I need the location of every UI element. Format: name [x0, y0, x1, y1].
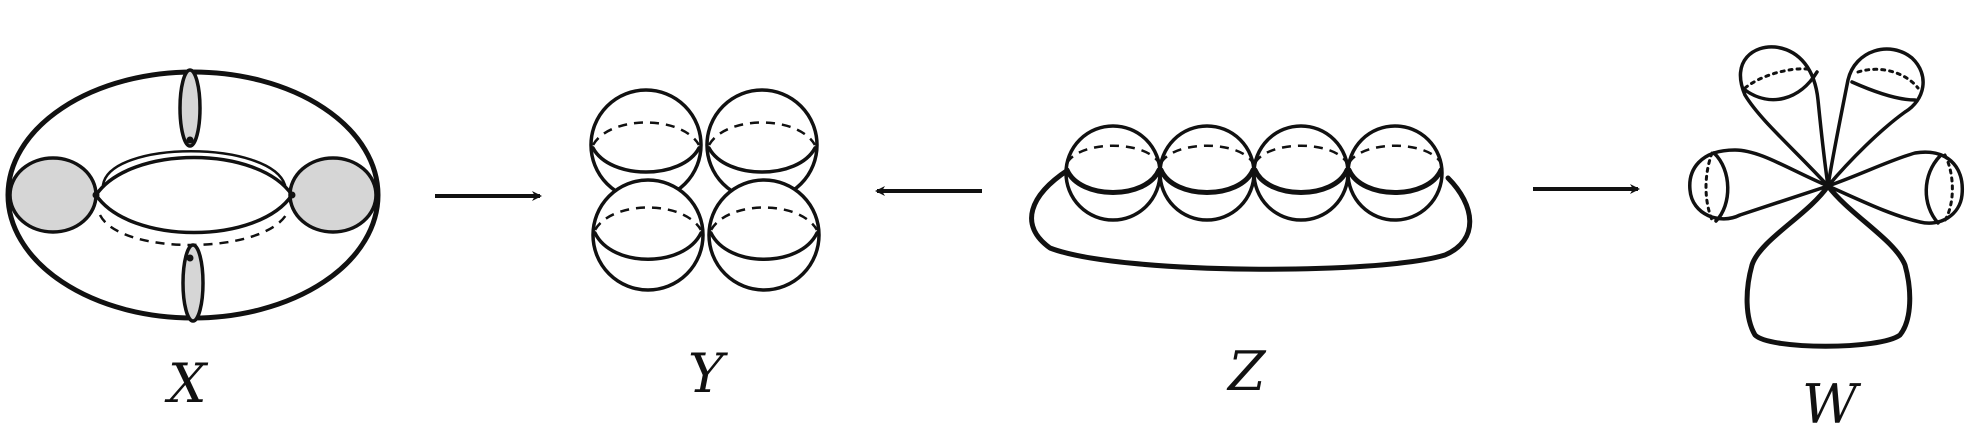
torus-x — [5, 68, 381, 323]
sphere-z-1 — [1064, 124, 1162, 222]
space-w — [1688, 45, 1964, 349]
label-x: X — [164, 352, 209, 415]
sphere-y-top-left — [589, 88, 703, 202]
label-w: W — [1802, 373, 1862, 436]
label-y: Y — [688, 342, 728, 405]
spheres-y — [589, 88, 821, 292]
sphere-z-4 — [1346, 124, 1444, 222]
sphere-y-bottom-left — [591, 178, 705, 292]
sphere-z-3 — [1252, 124, 1350, 222]
sphere-z-2 — [1158, 124, 1256, 222]
sphere-y-bottom-right — [707, 178, 821, 292]
sphere-y-top-right — [705, 88, 819, 202]
space-z — [1029, 124, 1473, 272]
label-z: Z — [1226, 340, 1267, 403]
